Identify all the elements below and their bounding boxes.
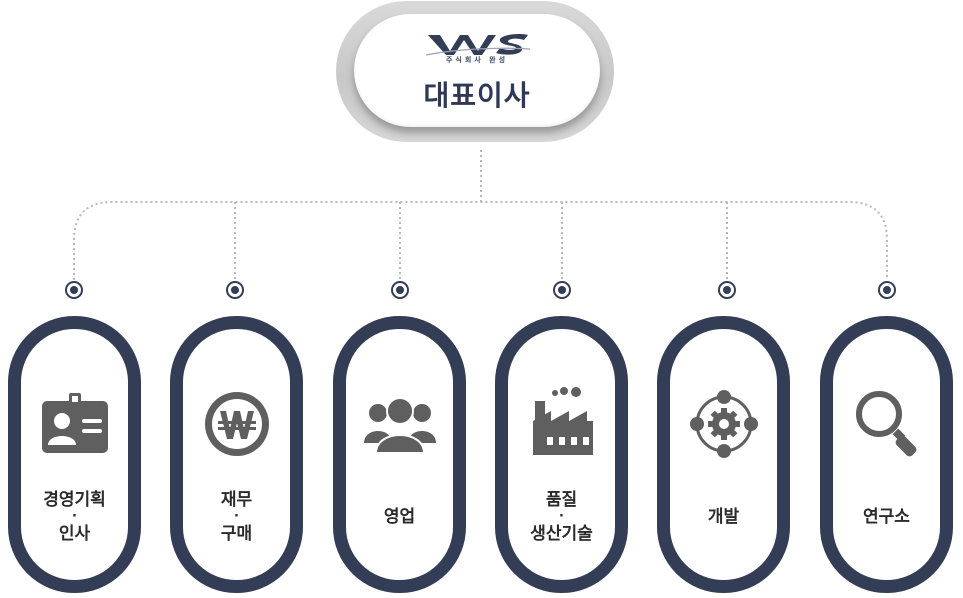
magnifier-icon	[855, 391, 916, 457]
dept-label-line1: 영업	[383, 507, 416, 527]
node-dot-2	[226, 281, 244, 299]
dept-label-separator: ·	[559, 509, 564, 524]
ceo-title: 대표이사	[423, 79, 531, 112]
dept-label-line1: 품질	[545, 490, 578, 510]
company-logo	[426, 34, 530, 56]
id-card-icon	[41, 393, 108, 453]
node-dot-3	[391, 281, 409, 299]
group-people-icon	[363, 397, 436, 454]
node-dot-5	[718, 281, 736, 299]
node-dot-4	[553, 281, 571, 299]
factory-icon	[532, 387, 593, 455]
gear-network-icon	[689, 390, 758, 458]
dept-research-lab: 연구소	[820, 316, 953, 593]
dept-sales: 영업	[333, 316, 466, 593]
dept-quality-production: 품질 · 생산기술	[495, 316, 628, 593]
dept-label-separator: ·	[72, 509, 77, 524]
dept-label-line2: 인사	[58, 524, 91, 544]
won-coin-icon	[204, 392, 269, 456]
dept-label-line1: 재무	[220, 490, 253, 510]
dept-finance-purchasing: 재무 · 구매	[170, 316, 303, 593]
dept-management-hr: 경영기획 · 인사	[8, 316, 141, 593]
dept-label-separator: ·	[234, 509, 239, 524]
dept-label-line1: 경영기획	[43, 490, 106, 510]
node-dot-1	[65, 281, 83, 299]
dept-label-line1: 연구소	[863, 507, 910, 527]
company-name: 주식회사 완성	[445, 56, 509, 64]
dept-development: 개발	[657, 316, 790, 593]
ceo-node: 주식회사 완성 대표이사	[354, 14, 600, 127]
horizontal-connector	[73, 201, 888, 280]
node-dot-6	[878, 281, 896, 299]
dept-label-line2: 생산기술	[530, 524, 593, 544]
dept-label-line2: 구매	[220, 524, 253, 544]
dept-label-line1: 개발	[707, 507, 740, 527]
